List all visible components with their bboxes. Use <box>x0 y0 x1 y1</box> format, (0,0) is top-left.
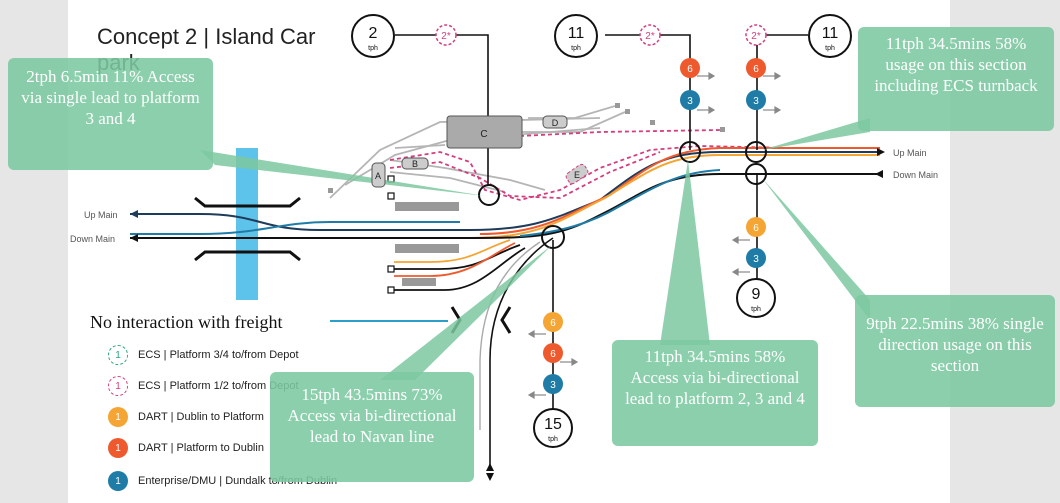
ecs-marker-label: 2* <box>441 31 451 42</box>
callout-navan-line: 15tph 43.5mins 73% Access via bi-directi… <box>270 372 474 482</box>
service-dot-label: 3 <box>753 96 759 107</box>
legend-symbol: 1 <box>108 407 128 427</box>
down-main-left-label: Down Main <box>70 234 115 244</box>
service-dot-label: 6 <box>550 318 556 329</box>
siding-e-label: E <box>574 170 580 180</box>
ecs-path-pink <box>389 145 791 201</box>
up-main-line <box>130 147 880 239</box>
down-main-arrow-right <box>875 170 883 178</box>
navan-arrow <box>486 473 494 481</box>
ecs-marker: 2* <box>435 24 457 46</box>
platform-bar <box>236 148 258 300</box>
service-dot-label: 3 <box>753 254 759 265</box>
platform-edge-bottom <box>194 250 301 262</box>
tph-badge-value: 2 <box>369 25 378 42</box>
siding-e <box>565 163 589 185</box>
siding-a <box>371 162 386 188</box>
legend-symbol: 1 <box>108 471 128 491</box>
ecs-path-pink <box>519 129 721 137</box>
tph-badge-unit: tph <box>571 45 581 52</box>
platform-block <box>395 244 459 253</box>
platform-block <box>402 278 436 286</box>
legend-item: 1 ECS | Platform 3/4 to/from Depot <box>108 344 299 366</box>
platform-edge-top <box>194 196 301 208</box>
direction-ticks <box>527 71 782 400</box>
siding-ends <box>328 103 725 193</box>
tph-badge: 11 tph <box>808 14 852 58</box>
service-dot: 3 <box>543 374 563 394</box>
callout-platform-3-4: 2tph 6.5min 11% Access via single lead t… <box>8 58 213 170</box>
legend-symbol: 1 <box>108 438 128 458</box>
siding-b <box>401 157 429 170</box>
junction-markers <box>478 141 767 249</box>
navan-line-secondary <box>479 241 541 430</box>
platform-block <box>395 202 459 211</box>
legend-label: DART | Dublin to Platform <box>138 411 264 423</box>
navan-arrow <box>486 463 494 471</box>
service-dot-label: 6 <box>753 223 759 234</box>
legend-item: 1 ECS | Platform 1/2 to/from Depot <box>108 375 299 397</box>
tph-badge: 15 tph <box>533 408 573 448</box>
down-main-right-label: Down Main <box>893 170 938 180</box>
service-dot: 3 <box>680 90 700 110</box>
tph-badge-value: 15 <box>544 416 562 433</box>
up-main-arrow-right <box>877 148 885 156</box>
down-main-arrow-left <box>130 234 138 242</box>
service-dot-label: 6 <box>687 64 693 75</box>
freight-bracket-right <box>500 306 512 334</box>
ecs-marker: 2* <box>639 24 661 46</box>
callout-pointers <box>200 118 870 380</box>
lower-platform-tracks <box>394 239 526 291</box>
up-main-right-label: Up Main <box>893 148 927 158</box>
freight-note: No interaction with freight <box>90 312 283 332</box>
legend-label: ECS | Platform 1/2 to/from Depot <box>138 380 299 392</box>
tph-badge-unit: tph <box>751 306 761 313</box>
service-dot: 6 <box>680 58 700 78</box>
callout-single-direction: 9tph 22.5mins 38% single direction usage… <box>855 295 1055 407</box>
service-dot: 6 <box>746 58 766 78</box>
ecs-path-pink <box>389 151 661 199</box>
siding-d-label: D <box>552 118 559 128</box>
service-dot: 6 <box>543 343 563 363</box>
ecs-marker-label: 2* <box>645 31 655 42</box>
siding-b-label: B <box>412 159 418 169</box>
service-dot-label: 6 <box>753 64 759 75</box>
tph-badge-unit: tph <box>548 436 558 443</box>
legend-symbol: 1 <box>108 376 128 396</box>
service-dot-label: 3 <box>687 96 693 107</box>
tph-badge: 9 tph <box>736 278 776 318</box>
service-dot: 6 <box>543 312 563 332</box>
up-main-arrow-left <box>130 210 138 218</box>
callout-ecs-turnback: 11tph 34.5mins 58% usage on this section… <box>858 27 1054 131</box>
ecs-marker-label: 2* <box>751 31 761 42</box>
service-dot-label: 6 <box>550 349 556 360</box>
tph-badge-value: 11 <box>822 25 839 42</box>
tph-badge: 11 tph <box>554 14 598 58</box>
buffer-stops <box>387 175 395 294</box>
tph-badge: 2 tph <box>351 14 395 58</box>
tph-badge-value: 11 <box>568 25 585 42</box>
service-dot-label: 3 <box>550 380 556 391</box>
ecs-marker: 2* <box>745 24 767 46</box>
legend-item: 1 DART | Dublin to Platform <box>108 406 264 428</box>
legend-item: 1 DART | Platform to Dublin <box>108 437 264 459</box>
legend-label: DART | Platform to Dublin <box>138 442 264 454</box>
tph-badge-unit: tph <box>368 45 378 52</box>
siding-c <box>446 115 523 149</box>
service-dot: 3 <box>746 90 766 110</box>
siding-a-label: A <box>375 171 381 181</box>
siding-c-label: C <box>480 129 487 140</box>
service-dot: 6 <box>746 217 766 237</box>
legend-label: ECS | Platform 3/4 to/from Depot <box>138 349 299 361</box>
legend-symbol: 1 <box>108 345 128 365</box>
tph-badge-unit: tph <box>825 45 835 52</box>
tph-badge-value: 9 <box>752 286 761 303</box>
siding-d <box>542 115 568 129</box>
callout-platform-2-3-4: 11tph 34.5mins 58% Access via bi-directi… <box>612 340 818 446</box>
up-main-left-label: Up Main <box>84 210 118 220</box>
service-dot: 3 <box>746 248 766 268</box>
